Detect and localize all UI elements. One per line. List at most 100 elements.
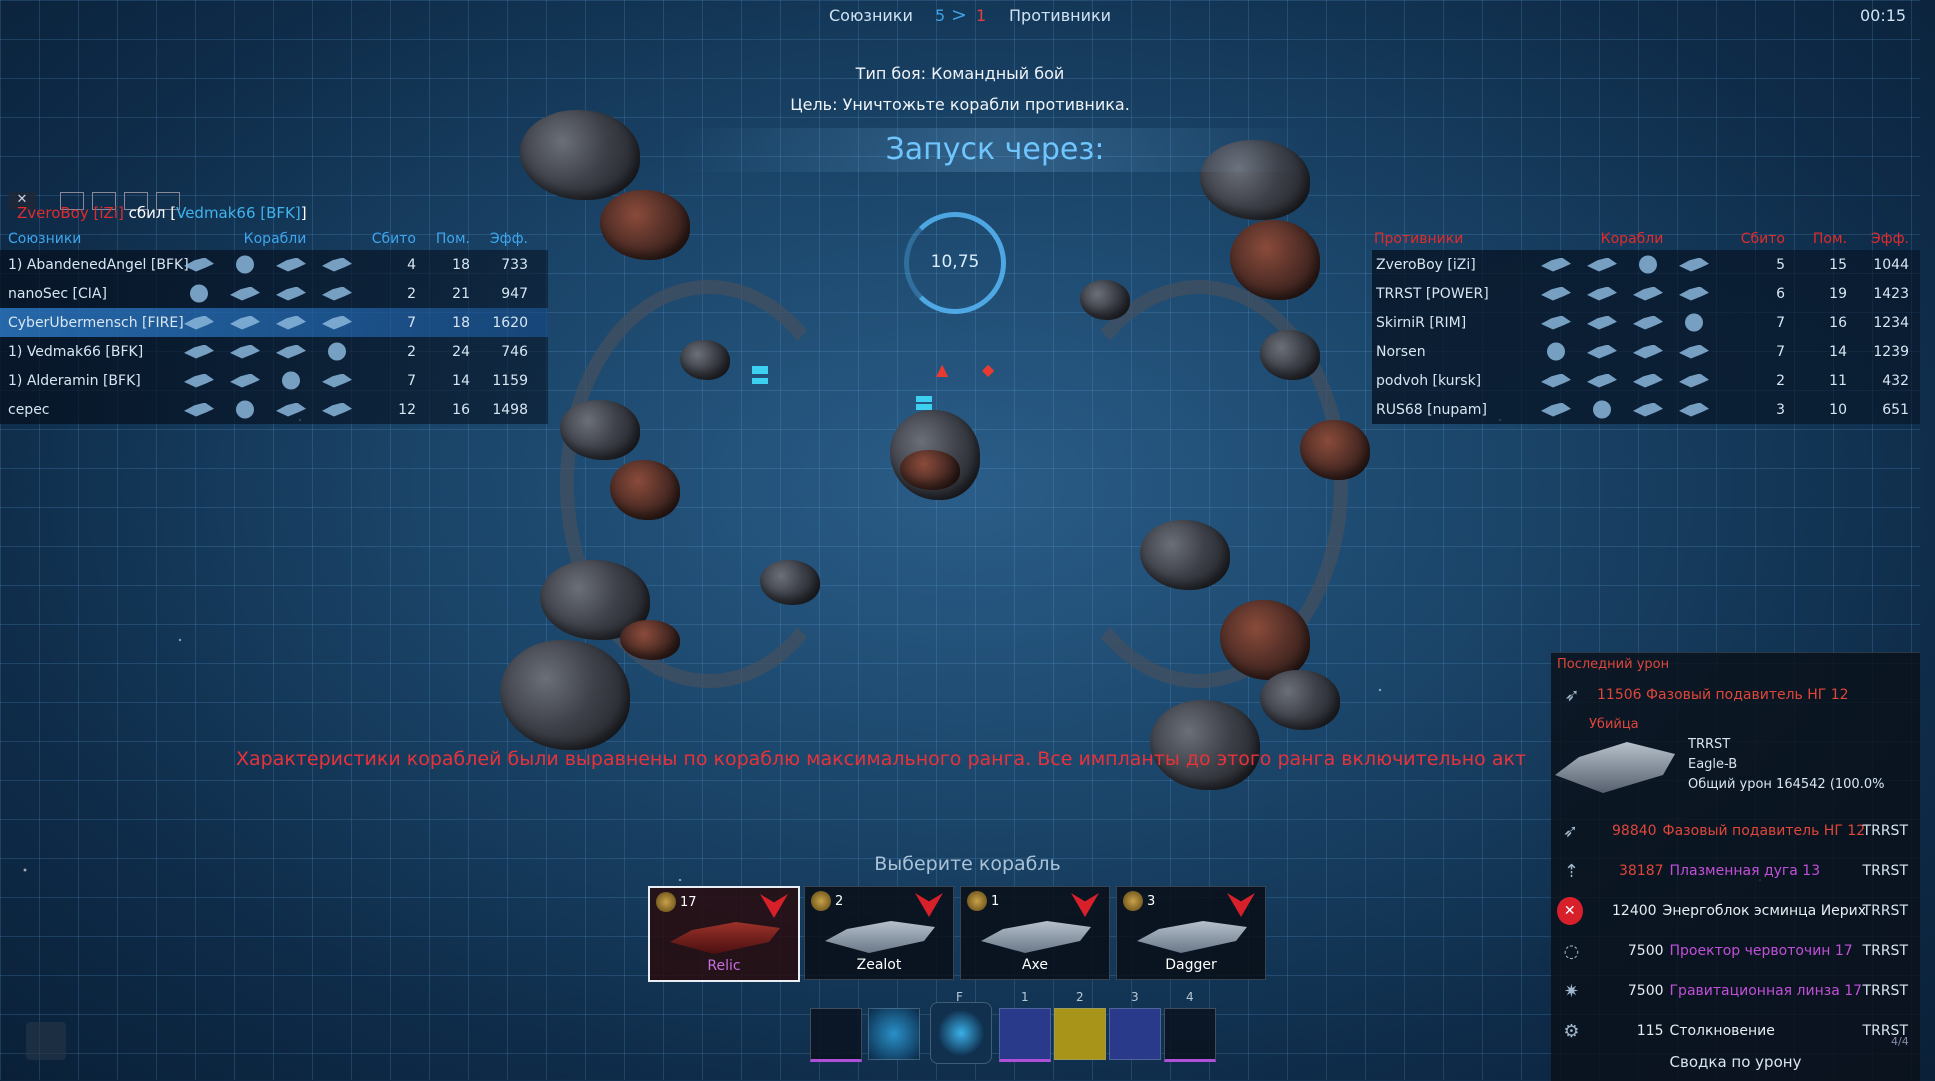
damage-weapon: Проектор червоточин 17	[1669, 943, 1853, 959]
ability-4-icon[interactable]	[1164, 1008, 1216, 1062]
module-slot-icon[interactable]	[868, 1008, 920, 1060]
faction-icon	[915, 893, 943, 917]
ship-rank-value: 1	[991, 893, 1000, 909]
ship-icon	[226, 313, 264, 333]
ship-icon	[272, 371, 310, 391]
player-ships	[180, 371, 370, 391]
launch-title: Запуск через:	[680, 128, 1310, 172]
notice-text: Характеристики кораблей были выравнены п…	[236, 748, 1527, 770]
ship-card-zealot[interactable]: 2 Zealot	[804, 886, 954, 980]
ship-card-relic[interactable]: 17 Relic	[648, 886, 800, 982]
ship-icon	[1583, 313, 1621, 333]
damage-source: TRRST	[1862, 983, 1908, 999]
damage-amount: 38187	[1618, 863, 1664, 879]
damage-summary-button[interactable]: Сводка по урону	[1669, 1053, 1802, 1071]
player-assists: 16	[452, 401, 470, 418]
player-kills: 7	[407, 372, 416, 389]
ability-1-icon[interactable]	[999, 1008, 1051, 1062]
player-ships	[1537, 313, 1727, 333]
killer-name: TRRST	[1688, 737, 1731, 752]
table-layout-toggles[interactable]	[60, 192, 180, 210]
damage-panel: Последний урон ➶ 11506 Фазовый подавител…	[1551, 652, 1920, 1081]
close-icon[interactable]: ✕	[8, 192, 36, 210]
player-ships	[180, 284, 370, 304]
player-eff: 1239	[1873, 343, 1909, 360]
ship-icon	[1537, 313, 1575, 333]
player-assists: 10	[1829, 401, 1847, 418]
ability-2-icon[interactable]	[1054, 1008, 1106, 1060]
col-kills: Сбито	[1740, 231, 1785, 247]
ship-icon	[272, 342, 310, 362]
player-ships	[1537, 400, 1727, 420]
damage-weapon: Столкновение	[1669, 1023, 1775, 1039]
faction-icon	[1071, 893, 1099, 917]
player-name: ZveroBoy [iZi]	[1376, 256, 1476, 273]
ship-icon	[1583, 284, 1621, 304]
player-eff: 733	[501, 256, 528, 273]
match-timer: 00:15	[1860, 6, 1907, 25]
ship-rank: 1	[967, 891, 999, 911]
killer-label: Убийца	[1589, 717, 1639, 732]
player-assists: 19	[1829, 285, 1847, 302]
col-kills: Сбито	[371, 231, 416, 247]
weapon-icon: ✷	[1563, 980, 1580, 1002]
player-name: podvoh [kursk]	[1376, 372, 1482, 389]
ship-icon	[1629, 342, 1667, 362]
col-name: Противники	[1374, 231, 1464, 247]
faction-icon	[1227, 893, 1255, 917]
player-name: CyberUbermensch [FIRE]	[8, 314, 184, 331]
damage-source: TRRST	[1862, 823, 1908, 839]
ship-card-dagger[interactable]: 3 Dagger	[1116, 886, 1266, 980]
ship-name: Zealot	[856, 957, 902, 973]
damage-amount: 115	[1636, 1023, 1664, 1039]
col-assists: Пом.	[435, 231, 470, 247]
ship-rank: 2	[811, 891, 843, 911]
player-eff: 651	[1882, 401, 1909, 418]
ship-icon	[1675, 342, 1713, 362]
enemies-count: 1	[976, 6, 987, 25]
chat-icon[interactable]	[26, 1022, 66, 1060]
compact-view-icon[interactable]	[92, 192, 116, 210]
player-eff: 746	[501, 343, 528, 360]
ship-icon	[1537, 371, 1575, 391]
kill-feed-bracket: [	[170, 204, 177, 222]
player-eff: 432	[1882, 372, 1909, 389]
ship-card-axe[interactable]: 1 Axe	[960, 886, 1110, 980]
ship-icon	[1675, 313, 1713, 333]
damage-weapon: Фазовый подавитель НГ 12	[1646, 687, 1849, 703]
ability-3-icon[interactable]	[1109, 1008, 1161, 1060]
player-ships	[180, 255, 370, 275]
list-view-icon[interactable]	[60, 192, 84, 210]
faction-icon	[760, 894, 788, 918]
detailed-view-icon[interactable]	[124, 192, 148, 210]
damage-source: TRRST	[1862, 863, 1908, 879]
ship-rank: 3	[1123, 891, 1155, 911]
rank-icon	[1123, 891, 1143, 911]
player-name: TRRST [POWER]	[1376, 285, 1489, 302]
player-ships	[180, 313, 370, 333]
ship-icon	[180, 400, 218, 420]
damage-amount: 7500	[1627, 943, 1664, 959]
grid-view-icon[interactable]	[156, 192, 180, 210]
weapon-slot-icon[interactable]	[810, 1008, 862, 1062]
player-kills: 7	[407, 314, 416, 331]
special-ability-icon[interactable]	[930, 1002, 992, 1064]
ship-icon	[318, 284, 356, 304]
damage-source: TRRST	[1862, 943, 1908, 959]
weapon-icon: ⚙	[1563, 1020, 1580, 1042]
player-assists: 15	[1829, 256, 1847, 273]
